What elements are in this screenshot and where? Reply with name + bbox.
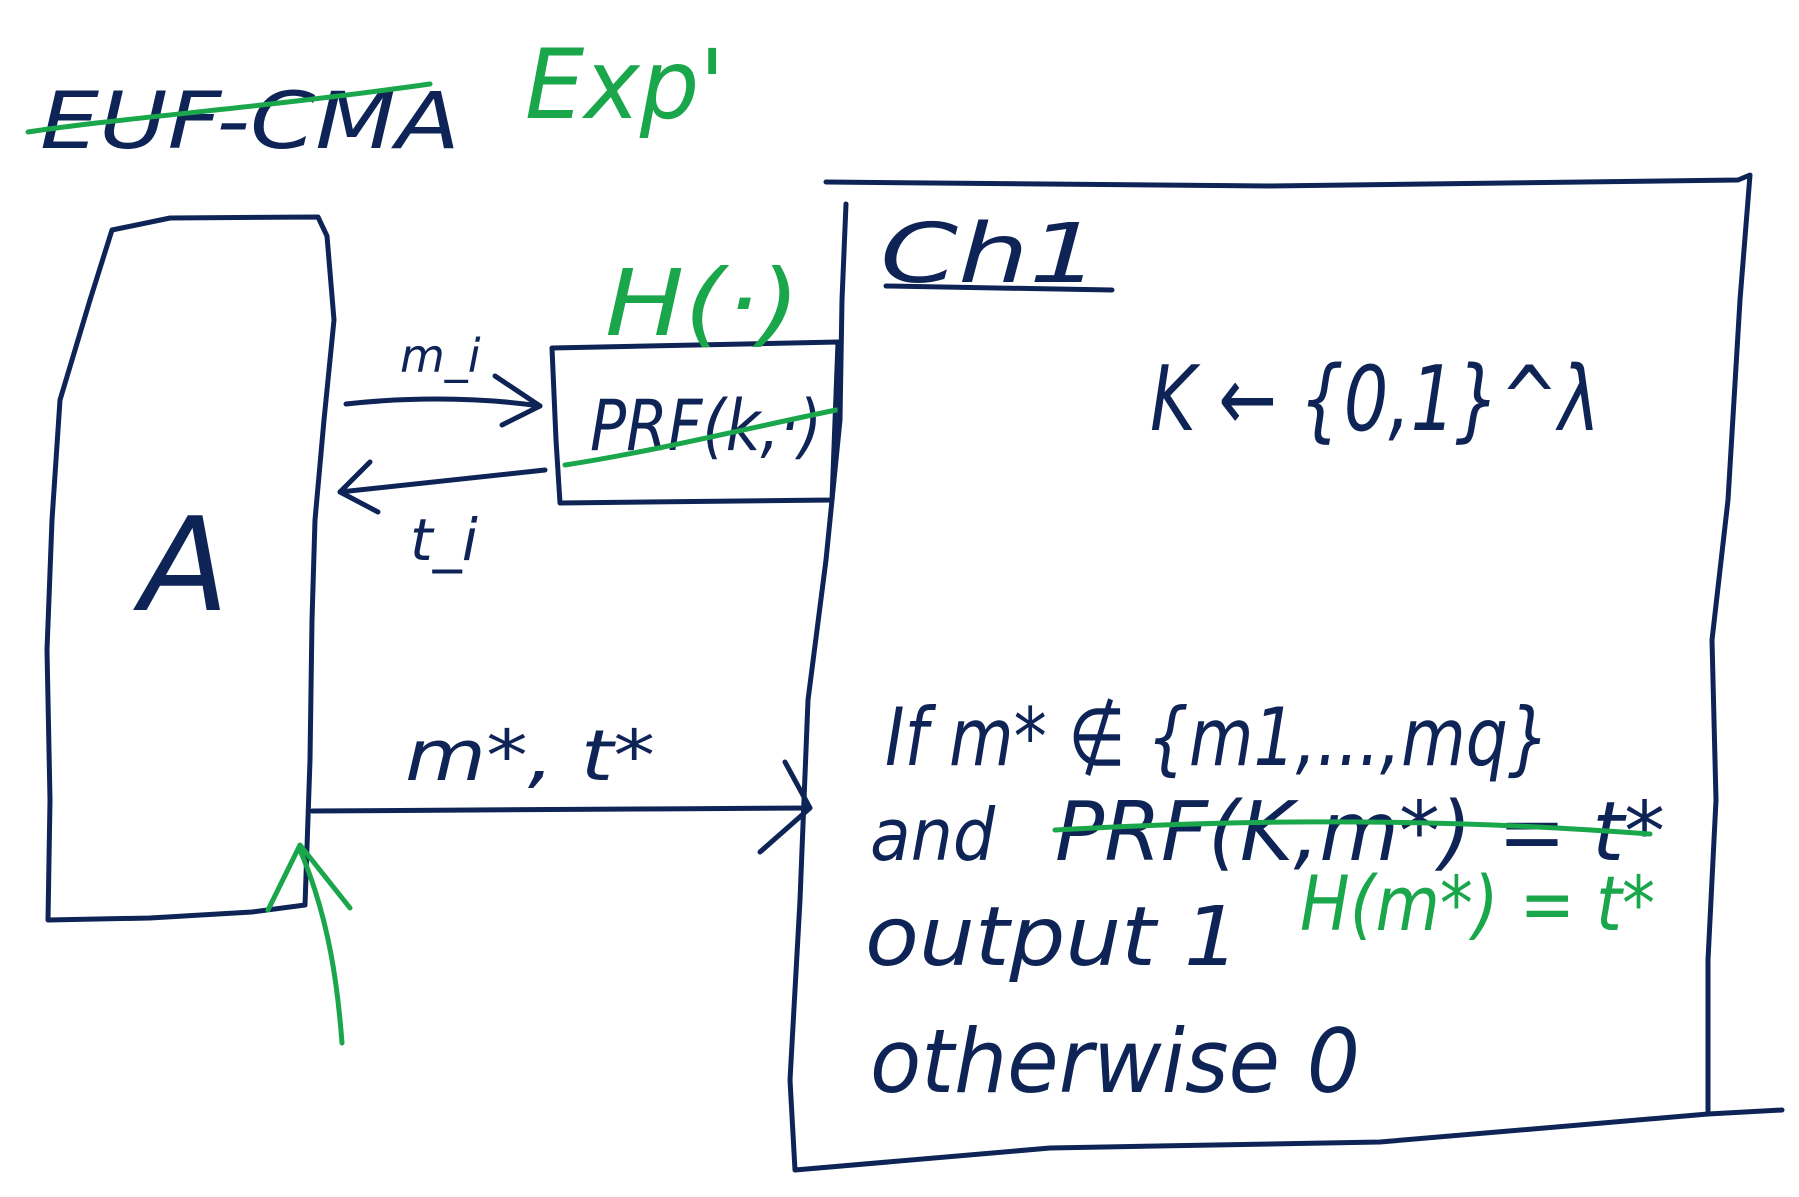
response-arrow-line [337, 467, 548, 495]
adversary-box: A [44, 214, 337, 923]
query-arrow-head [492, 373, 543, 428]
forgery-arrow-head [757, 759, 813, 855]
forgery-arrow: m*, t* [309, 715, 813, 855]
forgery-arrow-line [309, 805, 811, 814]
response-arrow: t_i [337, 459, 548, 574]
condition-line-1: If m* ∉ {m1,...,mq} [885, 691, 1550, 784]
challenger-label-underline [883, 283, 1115, 293]
title: EUF-CMA Exp' [25, 29, 725, 167]
output-line: output 1 [865, 890, 1240, 985]
green-input-arrow-head [265, 842, 353, 913]
query-label: m_i [400, 329, 481, 383]
oracle-strikethrough [562, 407, 839, 468]
query-arrow: m_i [343, 329, 543, 428]
condition-replacement: H(m*) = t* [1300, 859, 1655, 948]
title-strikethrough [25, 81, 433, 135]
title-replacement: Exp' [525, 29, 725, 141]
condition-strikethrough [1052, 819, 1653, 837]
otherwise-line: otherwise 0 [870, 1010, 1360, 1113]
challenger-box-outline [787, 172, 1785, 1173]
query-arrow-line [343, 396, 543, 409]
challenger-label: Ch1 [880, 207, 1100, 302]
adversary-symbol: A [133, 489, 229, 641]
adversary-box-outline [44, 214, 337, 923]
challenger-box: Ch1 K ← {0,1}^λ If m* ∉ {m1,...,mq} and … [787, 172, 1785, 1173]
oracle-replacement: H(·) [605, 250, 800, 357]
green-input-arrow [265, 842, 353, 1046]
green-input-arrow-line [297, 847, 345, 1046]
condition-and: and [870, 793, 996, 877]
response-arrow-head [337, 459, 381, 515]
condition-crossed-out: PRF(K,m*) = t* [1055, 785, 1665, 880]
response-label: t_i [410, 506, 478, 574]
keygen-line: K ← {0,1}^λ [1150, 347, 1600, 452]
oracle-box: PRF(k,·) H(·) [549, 250, 841, 506]
oracle-box-outline [549, 339, 841, 506]
forgery-label: m*, t* [405, 715, 655, 797]
